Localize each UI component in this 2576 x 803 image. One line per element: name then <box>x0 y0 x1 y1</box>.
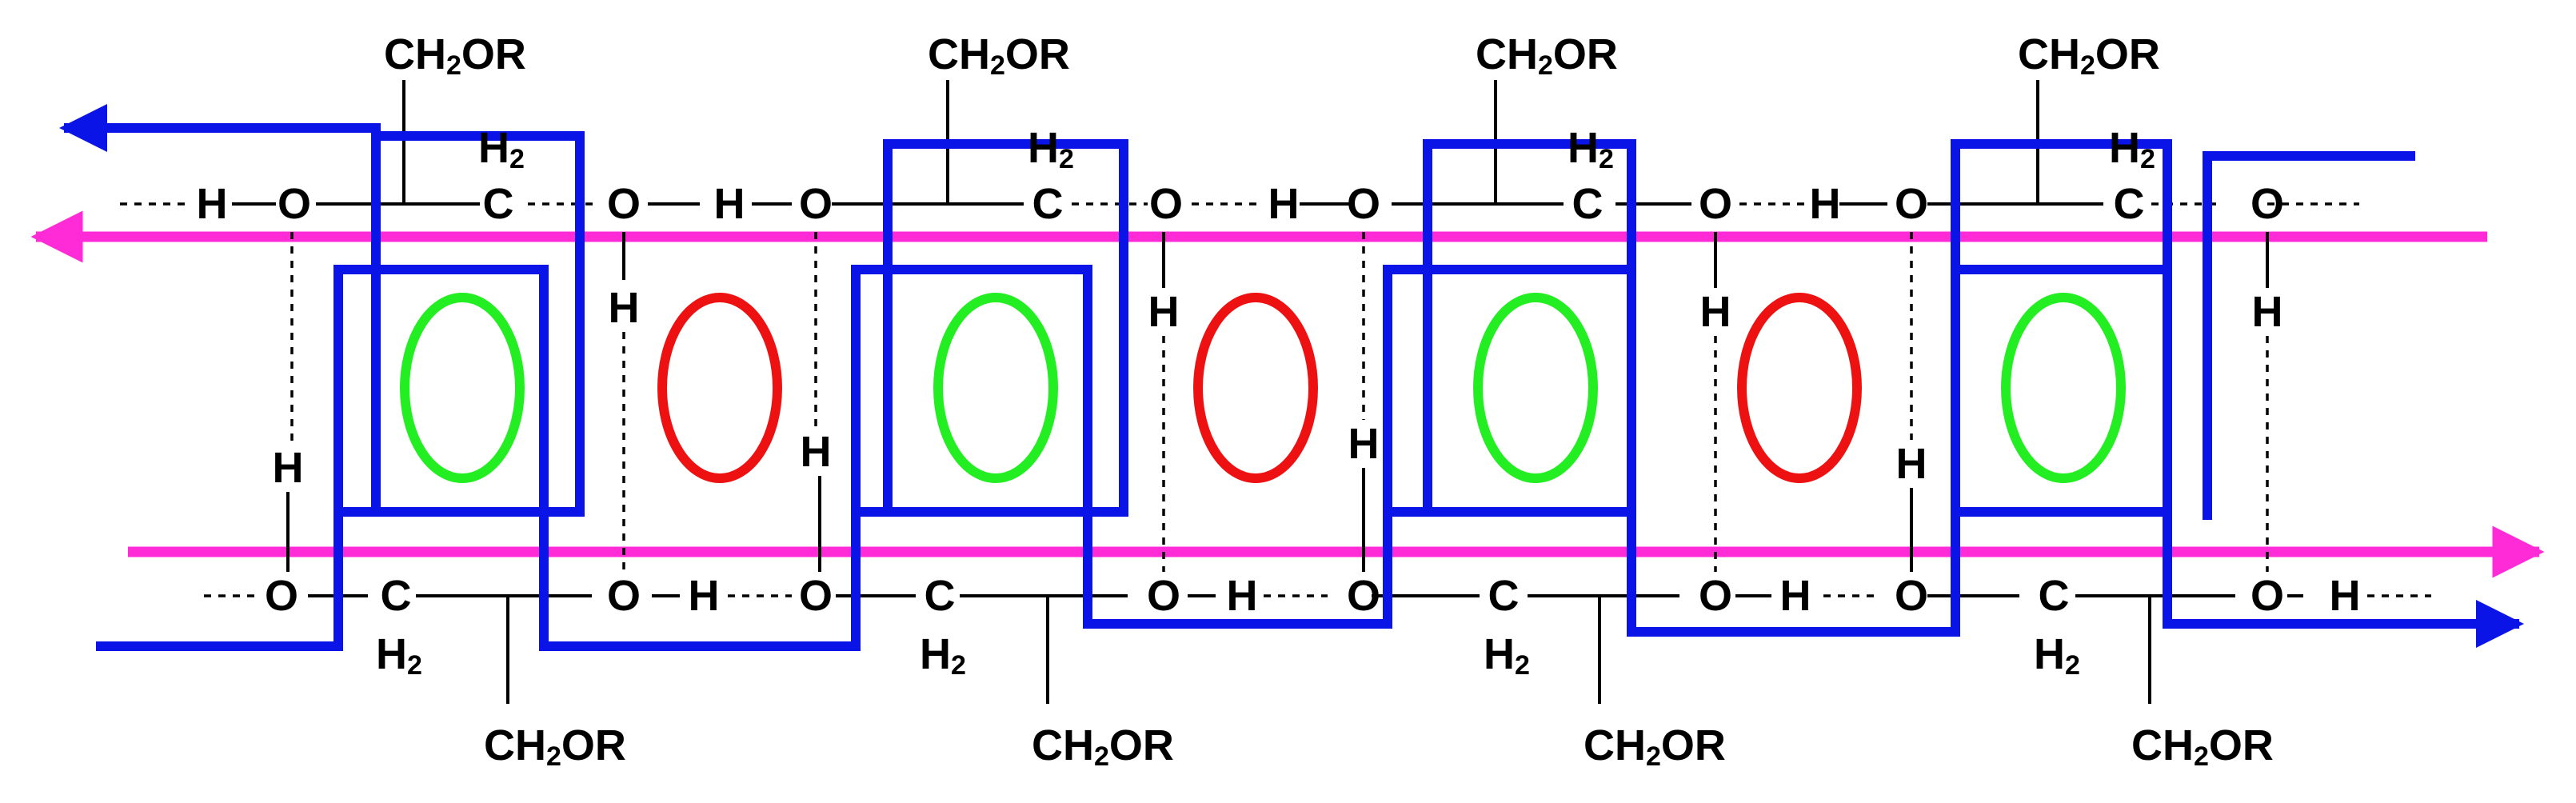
blue-inner-box-2 <box>851 265 1092 517</box>
top-atom-C-15: C <box>2114 180 2145 228</box>
bottom-atom-C-2: C <box>381 572 412 620</box>
bottom-ch2or-label-2: CH2OR <box>1032 721 1174 772</box>
bottom-atom-C-6: C <box>925 572 956 620</box>
blue-inner-box-3 <box>1383 265 1636 517</box>
bottom-atom-O-1: O <box>265 572 298 620</box>
blue-path-layer <box>59 104 2524 651</box>
bottom-h2-label-3: H2 <box>1484 630 1530 681</box>
top-atom-C-3: C <box>483 180 514 228</box>
top-atom-C-11: C <box>1572 180 1604 228</box>
top-atom-H-5: H <box>714 180 745 228</box>
bottom-h2-label-1: H2 <box>376 630 422 681</box>
red-oval-2 <box>1193 293 1318 483</box>
vert-atom-H-1: H <box>273 444 304 492</box>
green-oval-4 <box>2001 293 2126 483</box>
top-ch2or-label-1: CH2OR <box>384 30 526 81</box>
green-oval-2 <box>933 293 1058 483</box>
bottom-atom-O-3: O <box>607 572 641 620</box>
top-atom-O-8: O <box>1149 180 1183 228</box>
bottom-atom-O-15: O <box>2251 572 2284 620</box>
vert-atom-H-3: H <box>801 428 832 476</box>
vert-atom-H-2: H <box>609 284 640 332</box>
vert-atom-H-6: H <box>1700 288 1731 336</box>
bottom-h2-label-2: H2 <box>920 630 966 681</box>
top-ch2or-label-3: CH2OR <box>1476 30 1618 81</box>
bottom-atom-O-13: O <box>1895 572 1928 620</box>
top-atom-O-10: O <box>1347 180 1380 228</box>
top-ch2or-label-4: CH2OR <box>2018 30 2160 81</box>
bottom-ch2or-label-4: CH2OR <box>2131 721 2274 772</box>
top-h2-label-1: H2 <box>478 124 525 174</box>
top-h2-label-4: H2 <box>2109 124 2155 174</box>
red-oval-3 <box>1737 293 1862 483</box>
vert-atom-H-7: H <box>1896 440 1927 488</box>
top-atom-H-1: H <box>197 180 228 228</box>
bottom-atom-O-5: O <box>799 572 833 620</box>
bottom-atom-C-14: C <box>2039 572 2070 620</box>
top-ch2or-label-2: CH2OR <box>928 30 1070 81</box>
line-layer <box>30 80 2545 704</box>
bottom-atom-H-12: H <box>1780 572 1811 620</box>
bottom-atom-C-10: C <box>1488 572 1520 620</box>
blue-inner-box-1 <box>333 265 549 517</box>
top-atom-C-7: C <box>1032 180 1064 228</box>
bottom-atom-O-11: O <box>1699 572 1732 620</box>
bottom-ch2or-label-1: CH2OR <box>484 721 626 772</box>
vert-atom-H-5: H <box>1348 420 1380 468</box>
top-atom-O-12: O <box>1699 180 1732 228</box>
blue-box-1 <box>371 131 585 517</box>
vert-atom-H-8: H <box>2252 288 2283 336</box>
red-oval-1 <box>657 293 782 483</box>
bottom-atom-H-16: H <box>2330 572 2361 620</box>
top-h2-label-3: H2 <box>1568 124 1614 174</box>
top-atom-H-13: H <box>1810 180 1841 228</box>
top-atom-O-16: O <box>2251 180 2284 228</box>
blue-arrow-left <box>59 104 381 152</box>
top-atom-O-4: O <box>607 180 641 228</box>
green-oval-1 <box>400 293 525 483</box>
top-atom-O-14: O <box>1895 180 1928 228</box>
top-h2-label-2: H2 <box>1028 124 1074 174</box>
bottom-h2-label-4: H2 <box>2034 630 2080 681</box>
vert-atom-H-4: H <box>1148 288 1180 336</box>
top-atom-O-2: O <box>278 180 311 228</box>
bottom-atom-H-8: H <box>1227 572 1258 620</box>
blue-inner-box-4 <box>1951 265 2172 517</box>
bottom-ch2or-label-3: CH2OR <box>1584 721 1726 772</box>
bottom-atom-H-4: H <box>689 572 720 620</box>
bottom-atom-O-7: O <box>1147 572 1180 620</box>
top-atom-H-9: H <box>1268 180 1300 228</box>
top-atom-O-6: O <box>799 180 833 228</box>
green-oval-3 <box>1473 293 1598 483</box>
bottom-atom-O-9: O <box>1347 572 1380 620</box>
blue-path-lower-weave <box>96 265 2524 651</box>
blue-path-end-top <box>2203 151 2415 520</box>
